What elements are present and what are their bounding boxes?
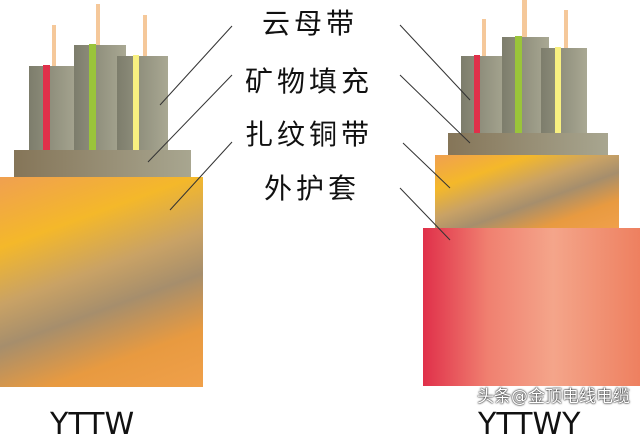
conductor	[564, 10, 568, 48]
outer-sheath	[0, 177, 203, 387]
stripe-red	[43, 65, 50, 150]
conductor	[522, 0, 527, 37]
conductor	[96, 4, 100, 45]
stripe-yellow	[133, 55, 139, 150]
core	[117, 56, 168, 150]
conductor	[143, 15, 147, 56]
core	[29, 66, 81, 150]
watermark: 头条@金顶电线电缆	[477, 387, 630, 407]
conductor	[482, 19, 486, 56]
conductor	[52, 25, 56, 66]
core	[461, 56, 509, 133]
stripe-green	[515, 36, 522, 133]
label-mica-tape: 云母带	[262, 7, 359, 40]
stripe-red	[474, 55, 480, 133]
copper-band	[14, 150, 191, 177]
label-mineral-filler: 矿物填充	[245, 65, 374, 98]
pvc-sheath	[423, 228, 640, 386]
cable-name-left: YTTW	[50, 407, 135, 442]
core	[541, 48, 587, 133]
cable-name-right: YTTWY	[478, 407, 581, 442]
stripe-yellow	[555, 47, 561, 133]
label-outer-sheath: 外护套	[264, 172, 361, 205]
copper-band	[448, 133, 608, 155]
outer-sheath	[435, 155, 619, 228]
stripe-green	[89, 44, 96, 150]
label-corrugated-copper: 扎纹铜带	[245, 118, 374, 151]
